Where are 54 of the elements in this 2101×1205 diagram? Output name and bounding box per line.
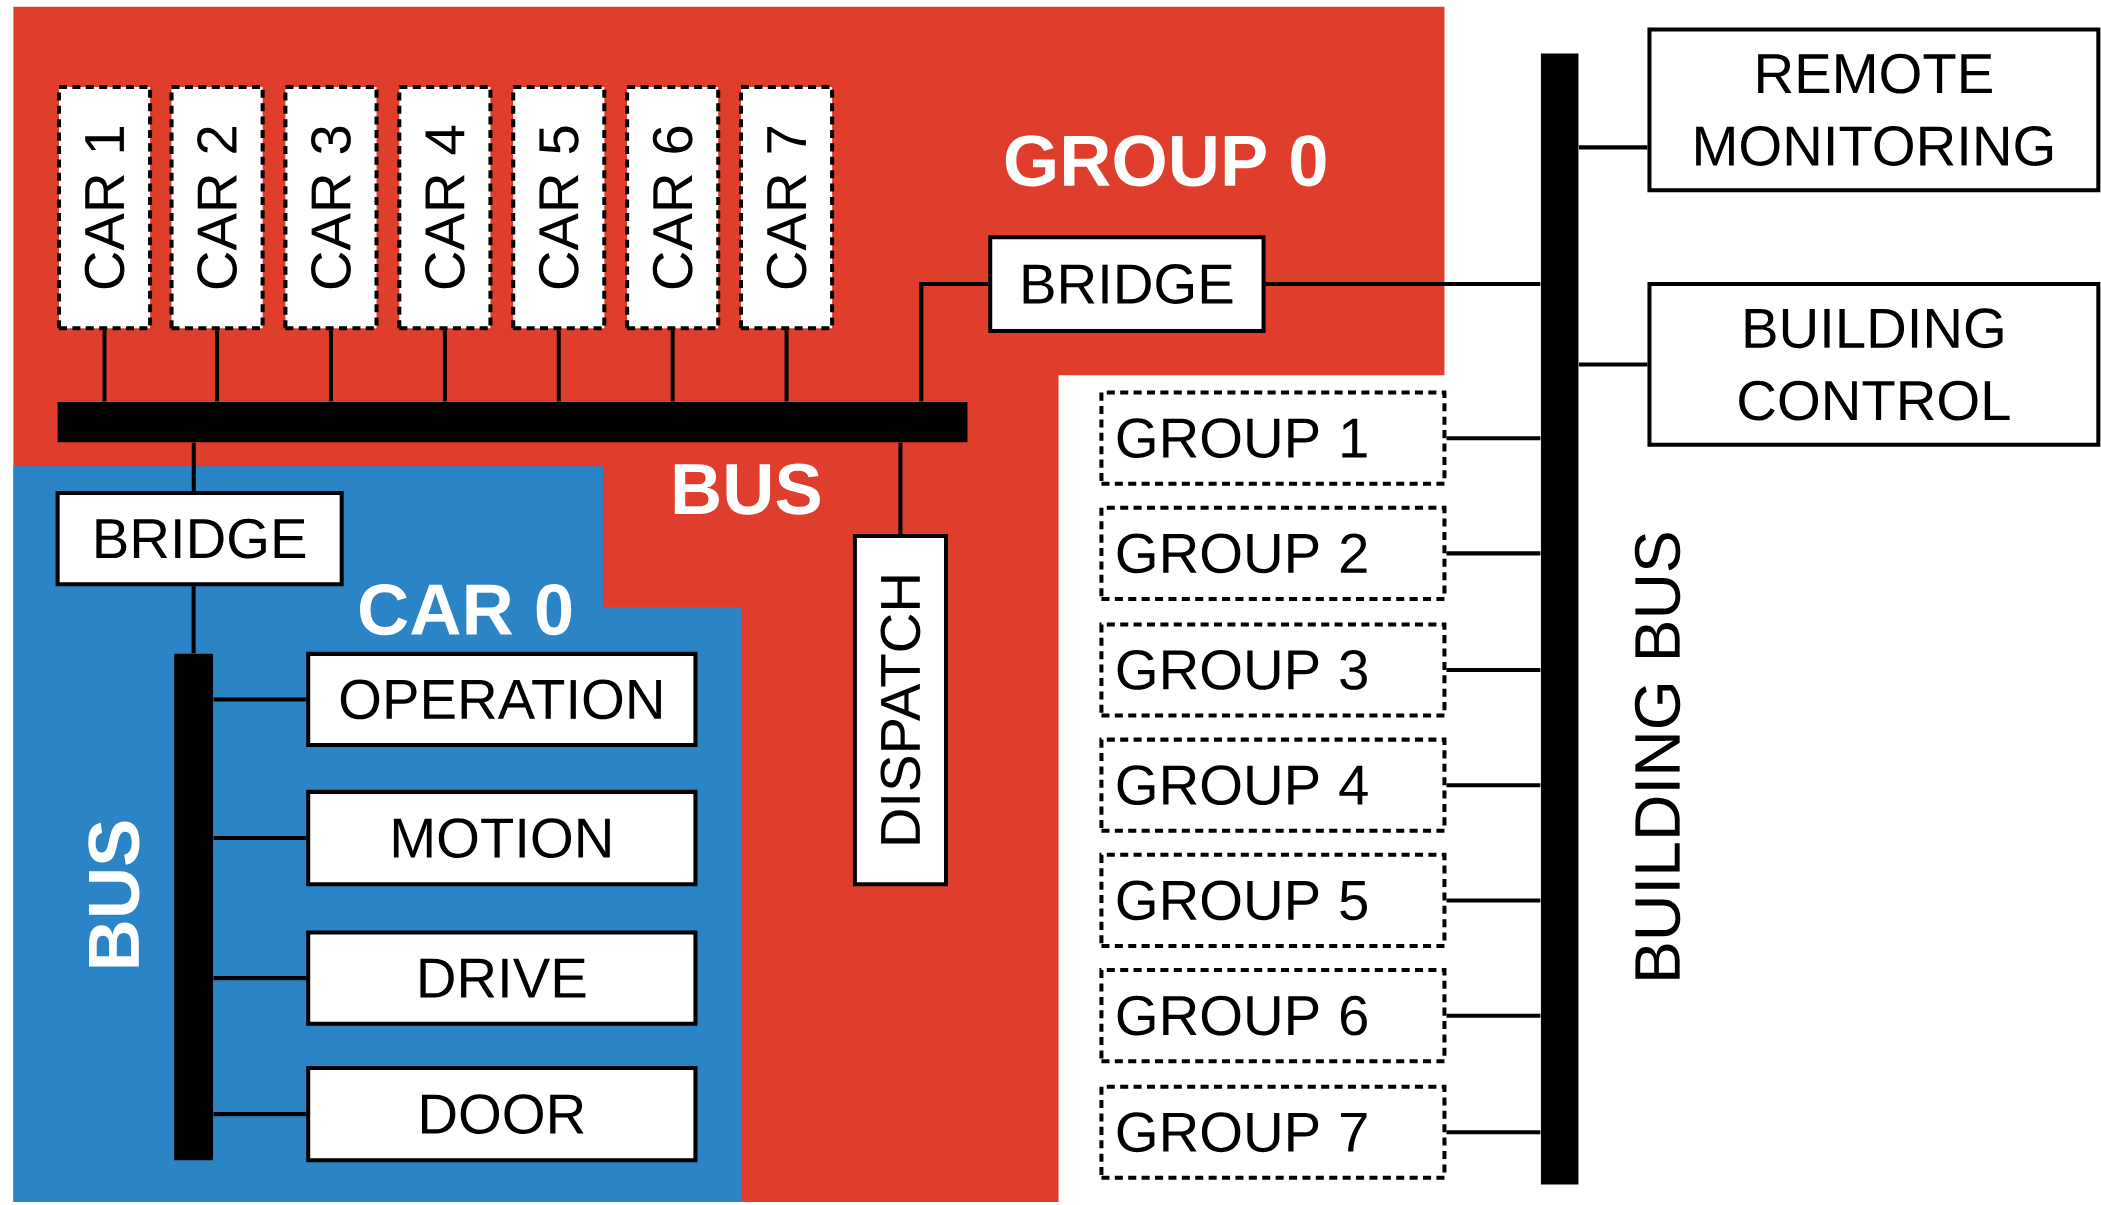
group-box: GROUP 5 (1099, 853, 1447, 949)
bus-bar (57, 402, 968, 443)
connector-line (556, 330, 561, 402)
connector-line (898, 442, 903, 535)
car-box: CAR 4 (397, 85, 493, 331)
connector-line (1446, 898, 1541, 903)
module-box: MOTION (306, 790, 698, 887)
connector-line (328, 330, 333, 402)
bus-label: BUILDING BUS (1634, 533, 1681, 979)
module-box: DOOR (306, 1066, 698, 1163)
bus-label: BUS (674, 463, 820, 515)
module-box: REMOTE MONITORING (1647, 27, 2101, 193)
group-box: GROUP 1 (1099, 390, 1447, 486)
connector-line (213, 976, 307, 981)
connector-line (1446, 1130, 1541, 1135)
module-box: DRIVE (306, 930, 698, 1026)
connector-line (213, 836, 307, 841)
module-box: BRIDGE (988, 235, 1266, 334)
module-box: BUILDING CONTROL (1647, 282, 2101, 448)
connector-line (191, 586, 196, 654)
bus-bar (1540, 53, 1579, 1185)
connector-line (191, 442, 196, 492)
connector-line (1446, 668, 1541, 673)
connector-line (102, 330, 107, 402)
dispatch-box: DISPATCH (852, 534, 948, 887)
group-box: GROUP 7 (1099, 1084, 1447, 1180)
connector-line (1446, 783, 1541, 788)
connector-line (1579, 362, 1648, 367)
car-box: CAR 7 (739, 85, 835, 331)
connector-line (1265, 282, 1541, 287)
connector-line (213, 1112, 307, 1117)
group-box: GROUP 4 (1099, 737, 1447, 833)
connector-line (213, 697, 307, 702)
group-box: GROUP 6 (1099, 968, 1447, 1064)
car-box: CAR 2 (169, 85, 265, 331)
connector-line (1446, 436, 1541, 441)
bus-bar (174, 654, 214, 1161)
connector-line (1579, 145, 1648, 150)
connector-line (1446, 551, 1541, 556)
car-box: CAR 6 (625, 85, 721, 331)
connector-line (215, 330, 220, 402)
connector-line (919, 282, 989, 402)
group-box: GROUP 2 (1099, 506, 1447, 602)
bus-label: BUS (88, 821, 140, 967)
connector-line (442, 330, 447, 402)
connector-line (670, 330, 675, 402)
connector-line (1446, 1013, 1541, 1018)
module-box: BRIDGE (55, 491, 344, 587)
car-box: CAR 5 (511, 85, 607, 331)
group-box: GROUP 3 (1099, 622, 1447, 718)
car-box: CAR 1 (56, 85, 153, 331)
module-box: OPERATION (306, 652, 698, 748)
car-box: CAR 3 (283, 85, 379, 331)
connector-line (784, 330, 789, 402)
